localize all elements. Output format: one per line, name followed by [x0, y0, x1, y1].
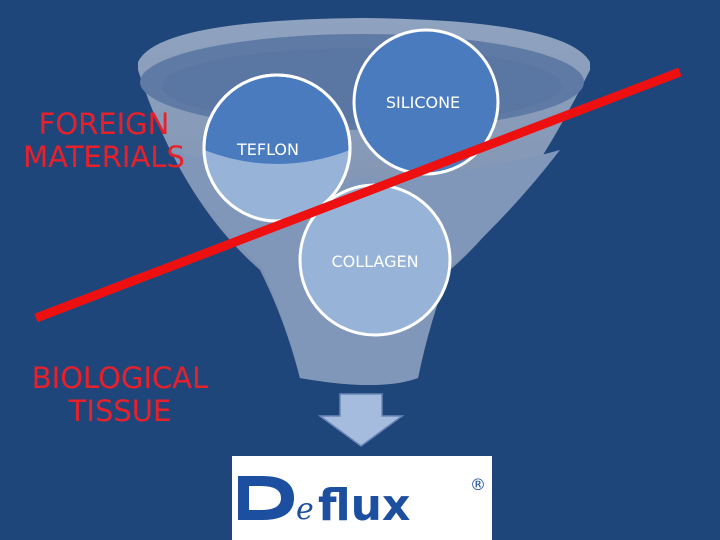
- biological-tissue-line-2: TISSUE: [68, 394, 172, 429]
- deflux-d-shape: [238, 476, 294, 520]
- foreign-materials-line-1: FOREIGN: [38, 107, 170, 141]
- registered-mark: ®: [470, 475, 486, 494]
- foreign-materials-line-2: MATERIALS: [23, 140, 185, 175]
- biological-tissue-label: BIOLOGICAL TISSUE: [20, 361, 220, 429]
- circle-label-silicone: SILICONE: [386, 93, 460, 112]
- deflux-logo: e flux ®: [232, 456, 492, 540]
- cross-out-line: [34, 67, 682, 323]
- deflux-e-letter: e: [296, 492, 314, 527]
- foreign-materials-label: FOREIGN MATERIALS: [4, 107, 204, 175]
- deflux-wordmark: flux: [318, 480, 410, 531]
- circle-silicone: SILICONE: [352, 28, 500, 176]
- circle-label-teflon: TEFLON: [236, 140, 299, 159]
- biological-tissue-line-1: BIOLOGICAL: [31, 361, 209, 395]
- circle-label-collagen: COLLAGEN: [331, 252, 418, 271]
- down-arrow-icon: [317, 393, 405, 447]
- circle-teflon: TEFLON: [202, 73, 352, 223]
- deflux-logo-graphic: e flux ®: [238, 475, 486, 531]
